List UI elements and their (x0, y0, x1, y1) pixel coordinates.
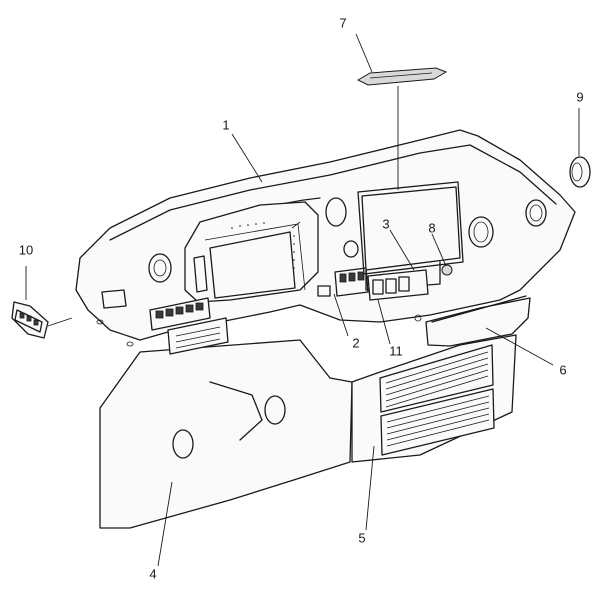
callout-9: 9 (576, 89, 584, 105)
mount-hole-2 (126, 341, 134, 347)
gauge-center (343, 240, 359, 258)
cluster-left-strip (193, 255, 208, 293)
callout-6: 6 (559, 362, 567, 378)
callout-11: 11 (389, 343, 403, 359)
vent-grille-upper (379, 344, 494, 413)
radio-detail (175, 326, 221, 349)
callout-2: 2 (352, 335, 360, 351)
cluster-screen (209, 231, 296, 299)
vent-grille-lower (380, 388, 495, 456)
side-vent-right-1 (468, 216, 494, 248)
climate-buttons (372, 276, 410, 295)
cluster-inner (204, 221, 306, 291)
round-cover-9-inner (571, 162, 583, 182)
callout-4: 4 (149, 566, 157, 582)
round-cover-9 (569, 156, 591, 188)
mount-hole-1 (96, 319, 104, 325)
panel-hole-right (264, 395, 286, 425)
side-vent-right-1-inner (473, 221, 489, 243)
switch-panel-buttons (155, 302, 204, 319)
nav-display (361, 186, 461, 271)
left-side-slot (101, 289, 127, 309)
gauge-left (148, 253, 172, 283)
radio-unit (167, 317, 229, 355)
panel-cutout (209, 381, 263, 441)
callout-8: 8 (428, 220, 436, 236)
cluster-dot-arrays (231, 222, 295, 269)
callout-1: 1 (222, 117, 230, 133)
center-small-switch (317, 285, 331, 297)
side-vent-right-2 (525, 199, 547, 227)
callout-7: 7 (339, 15, 347, 31)
panel-hole-left (172, 429, 194, 459)
gauge-left-inner (153, 259, 167, 277)
callout-3: 3 (382, 216, 390, 232)
nav-display-bezel (357, 181, 464, 275)
callout-10: 10 (18, 242, 34, 258)
dash-top-edge (109, 144, 557, 241)
knob-8 (441, 264, 453, 276)
callout-5: 5 (358, 530, 366, 546)
small-hole (414, 314, 422, 322)
side-module-10 (11, 301, 49, 339)
leader-lines (25, 33, 580, 567)
gauge-upper-right (325, 197, 347, 227)
top-trim-piece-7 (356, 67, 448, 86)
center-switches (339, 271, 365, 283)
side-vent-right-2-inner (529, 204, 543, 222)
top-trim-inner (369, 72, 433, 79)
trim-edge (431, 295, 527, 323)
lower-dash-panel (99, 339, 353, 529)
